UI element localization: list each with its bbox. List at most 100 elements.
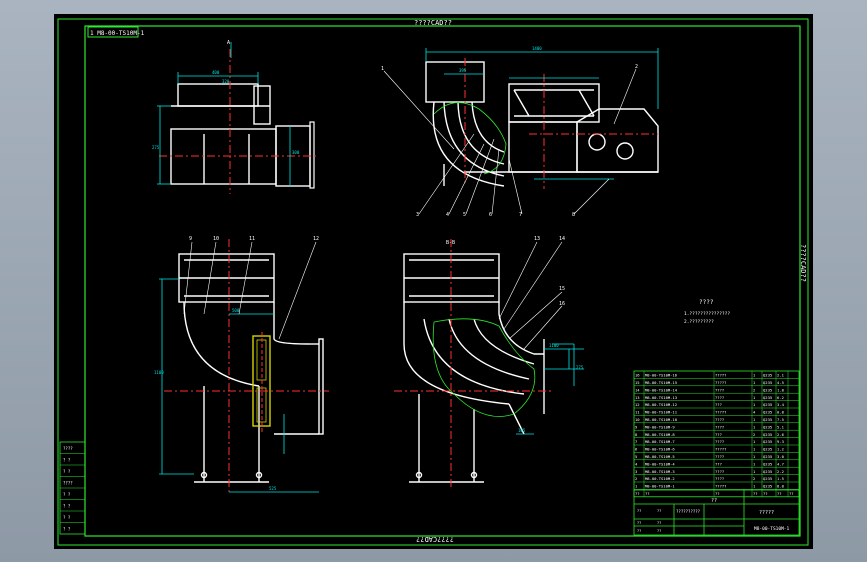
parts-list-cell: 1 [753,454,756,459]
parts-list-header-cell: ?? [789,491,794,496]
parts-list-cell: ???? [715,395,724,400]
parts-list-cell: 4.5 [777,380,784,385]
parts-list-cell: M8-00-TS10M-6 [645,447,675,452]
sheet-bottom-title: ????CAD?? [416,535,454,543]
svg-text:400: 400 [212,70,220,75]
top-left-view [157,42,319,194]
svg-text:500: 500 [232,308,240,313]
drawing-number: 1 M8-00-TS10M-1 [90,30,145,37]
svg-text:??: ?? [657,521,661,525]
cad-viewport[interactable]: ????CAD?? ????CAD?? ????CAD?? 1 M8-00-TS… [54,14,813,549]
parts-list-header-cell: ?? [645,491,650,496]
parts-list-cell: Q235 [763,432,772,437]
svg-text:1100: 1100 [154,370,164,375]
parts-list-cell: Q235 [763,402,772,407]
svg-text:275: 275 [152,145,160,150]
parts-list-cell: 13 [635,395,640,400]
parts-list-cell: Q235 [763,410,772,415]
svg-text:1400: 1400 [532,46,542,51]
parts-list-cell: 9 [635,424,638,429]
parts-list-cell: 1.2 [777,447,784,452]
parts-list-cell: ????? [715,380,726,385]
parts-list-cell: 2.2 [777,469,784,474]
parts-list-cell: ????? [715,484,726,489]
revision-row-label: ???? [63,481,73,486]
parts-list-cell: ???? [715,387,724,392]
svg-text:??: ?? [657,509,661,513]
parts-list-cell: 1 [753,417,756,422]
svg-text:??: ?? [657,529,661,533]
parts-list-header-cell: ?? [753,491,758,496]
parts-list-cell: ???? [715,424,724,429]
parts-list-cell: 1 [753,461,756,466]
parts-list-cell: 6.2 [777,395,784,400]
parts-list-cell: ????? [715,447,726,452]
parts-list-header-cell: ?? [777,491,782,496]
parts-list-cell: ???? [715,439,724,444]
revision-row-label: ? ? [63,492,71,497]
parts-list-cell: 3 [635,469,637,474]
title-block-labels: ?? ?? ?? ?? ?? ?? [637,509,661,533]
revision-row-label: ? ? [63,515,71,520]
sheet-frame [57,18,809,546]
parts-list-cell: ??? [715,402,722,407]
parts-list-cell: 5.1 [777,424,785,429]
svg-text:??: ?? [637,529,641,533]
parts-list-cell: Q235 [763,373,772,378]
cad-drawing[interactable]: ????CAD?? ????CAD?? ????CAD?? 1 M8-00-TS… [54,14,813,549]
parts-list-cell: ???? [715,454,724,459]
balloon-labels: 1 2 3 4 5 6 7 8 9 10 11 12 13 14 15 16 [189,64,638,307]
parts-list-cell: 1 [753,373,756,378]
title-block [633,489,800,536]
parts-list-cell: M8-00-TS10M-12 [645,402,677,407]
parts-list-cell: 1 [753,380,756,385]
svg-text:395: 395 [459,68,467,73]
svg-text:4: 4 [446,212,449,218]
parts-list-cell: Q235 [763,484,772,489]
parts-list-cell: 1 [753,439,756,444]
notes-title: ???? [699,299,714,306]
drawing-number-box [87,26,139,38]
parts-list-cell: 7.5 [777,417,784,422]
parts-list-cell: ??? [715,432,722,437]
svg-text:525: 525 [269,486,277,491]
parts-list-cell: 5 [635,454,637,459]
dimension-values: 400 320 275 300 1400 395 1100 500 525 11… [152,46,584,491]
notes-line2: 2.????????? [684,319,714,325]
parts-list-cell: 3.4 [777,402,785,407]
revision-row-label: ? ? [63,469,71,474]
svg-text:8: 8 [572,212,575,218]
parts-list-cell: M8-00-TS10M-5 [645,454,675,459]
revision-row-label: ? ? [63,458,71,463]
parts-list-cell: ???? [715,417,724,422]
revision-block: ????? ?? ?????? ?? ?? ?? ? [59,441,86,535]
title-block-company: ?????????? [676,509,701,514]
svg-text:320: 320 [222,79,230,84]
parts-list-cell: Q235 [763,417,772,422]
parts-list-cell: Q235 [763,476,772,481]
parts-list-cell: M8-00-TS10M-3 [645,469,675,474]
parts-list-cell: 4.7 [777,461,784,466]
svg-text:275: 275 [576,365,584,370]
parts-list-cell: 1.8 [777,387,785,392]
parts-list-cell: 1 [635,484,638,489]
parts-list-cell: M8-00-TS10M-7 [645,439,675,444]
technical-notes: ???? 1.??????????????? 2.????????? [684,299,730,325]
parts-list-cell: 1 [753,402,756,407]
parts-list-cell: 3.0 [777,454,785,459]
parts-list-header-cell: ?? [635,491,640,496]
svg-text:??: ?? [637,509,641,513]
revision-row-label: ? ? [63,504,71,509]
parts-list-cell: Q235 [763,454,772,459]
parts-list-cell: 8.8 [777,484,785,489]
parts-list-cell: 4 [753,410,756,415]
svg-text:1100: 1100 [549,343,559,348]
parts-list-cell: M8-00-TS10M-15 [645,380,677,385]
parts-list-cell: 1 [753,484,756,489]
parts-list-cell: M8-00-TS10M-9 [645,424,675,429]
parts-list-cell: Q235 [763,424,772,429]
parts-list-cell: 1 [753,395,756,400]
sheet-top-title: ????CAD?? [414,19,452,27]
parts-list-cell: M8-00-TS10M-1 [645,484,675,489]
